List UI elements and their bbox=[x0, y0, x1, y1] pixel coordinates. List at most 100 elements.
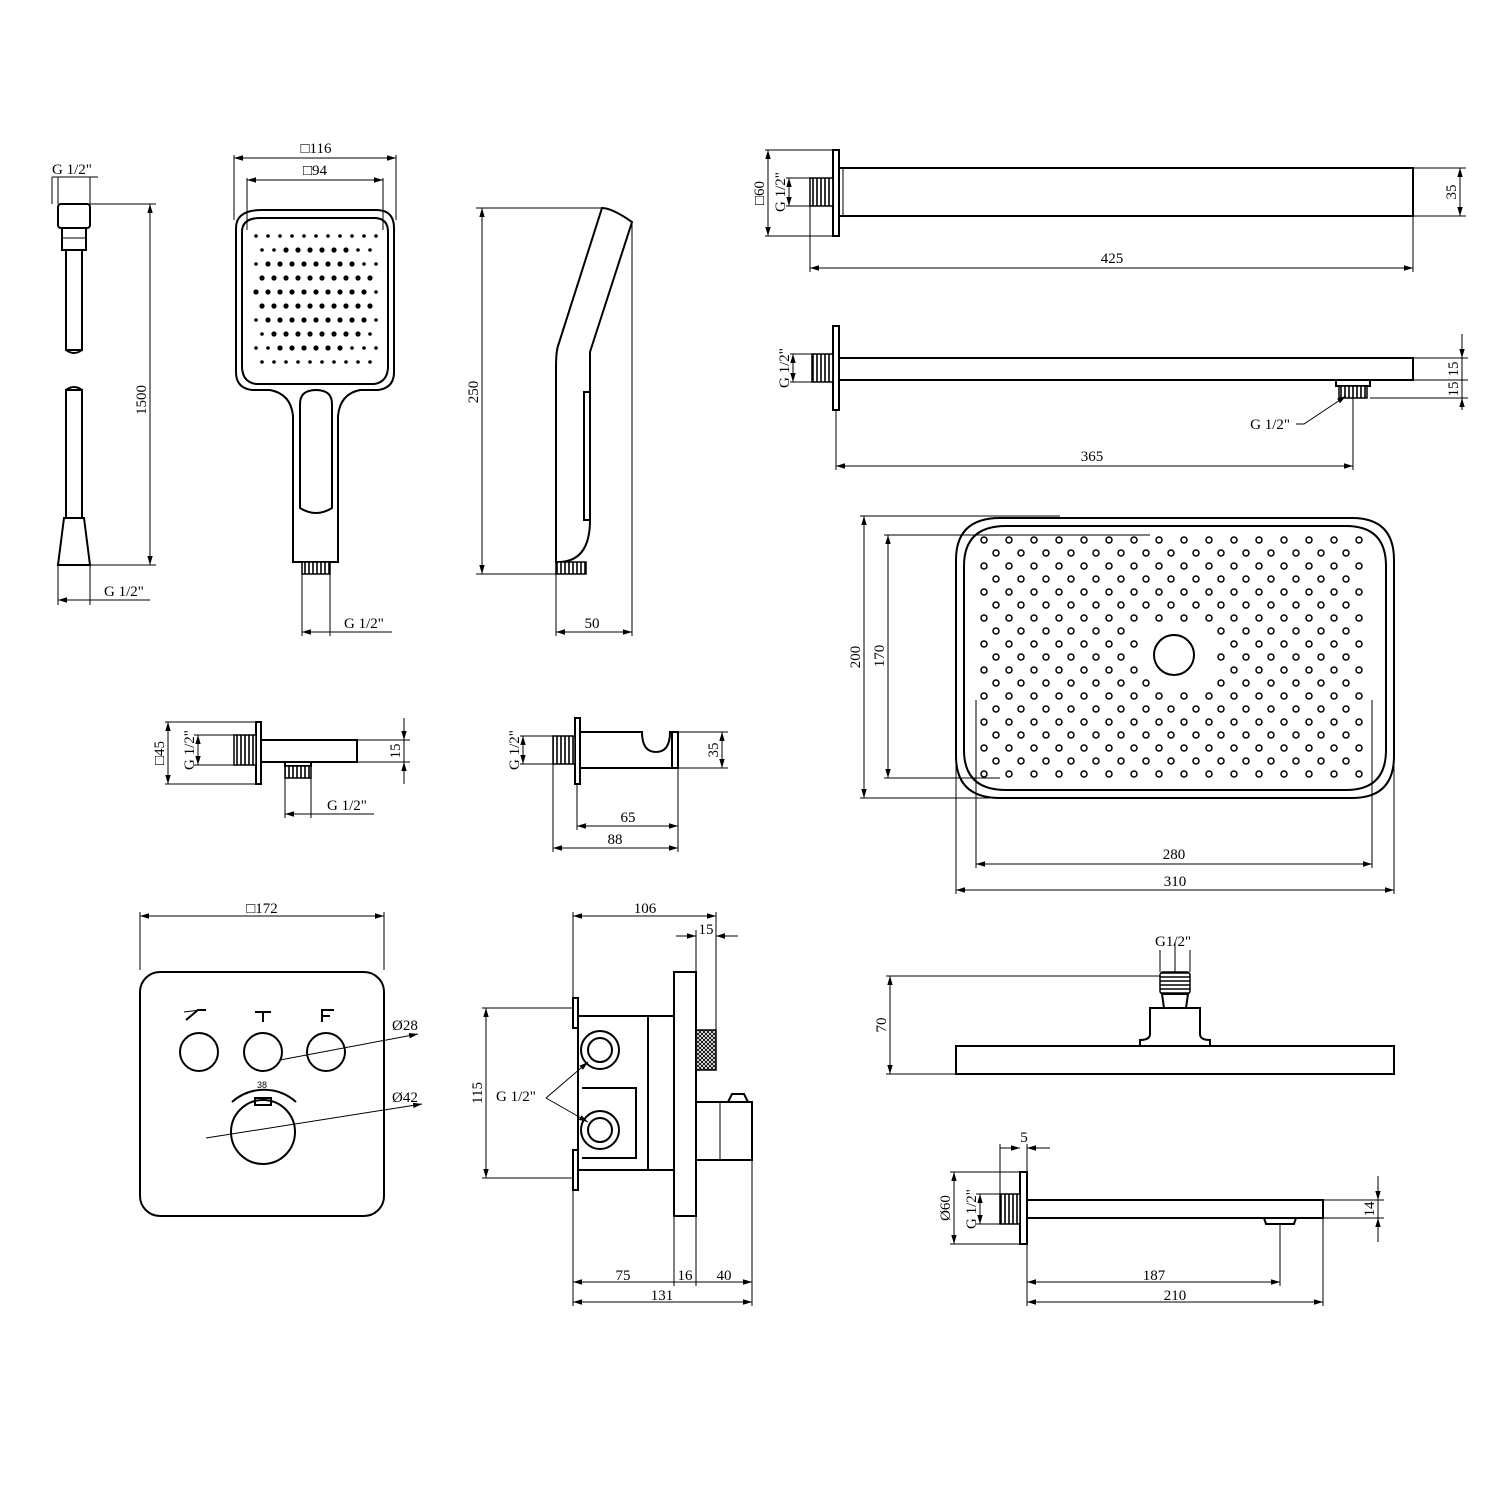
nozzle-dot bbox=[355, 303, 361, 309]
nozzle-hole bbox=[1017, 757, 1025, 765]
nozzle-dot bbox=[356, 360, 360, 364]
nozzle-hole bbox=[1255, 692, 1263, 700]
nozzle-dot bbox=[356, 248, 360, 252]
nozzle-hole bbox=[1142, 757, 1150, 765]
nozzle-hole bbox=[1092, 601, 1100, 609]
nozzle-hole bbox=[1305, 770, 1313, 778]
nozzle-dot bbox=[355, 331, 361, 337]
nozzle-hole bbox=[1205, 718, 1213, 726]
spout-height-label: 14 bbox=[1362, 1201, 1378, 1217]
nozzle-hole bbox=[1180, 588, 1188, 596]
nozzle-hole bbox=[1117, 757, 1125, 765]
nozzle-dot bbox=[314, 234, 318, 238]
nozzle-hole bbox=[1355, 588, 1363, 596]
nozzle-hole bbox=[1242, 653, 1250, 661]
nozzle-hole bbox=[1117, 549, 1125, 557]
nozzle-hole bbox=[1292, 601, 1300, 609]
button-1[interactable] bbox=[179, 1032, 219, 1072]
nozzle-dot bbox=[332, 360, 336, 364]
arm1-length-label: 425 bbox=[1101, 251, 1124, 267]
hand-shower-length-label: 250 bbox=[466, 381, 482, 404]
hand-shower-inner-dim: □94 bbox=[303, 163, 328, 179]
nozzle-hole bbox=[1017, 705, 1025, 713]
nozzle-hole bbox=[1067, 731, 1075, 739]
nozzle-hole bbox=[1080, 692, 1088, 700]
nozzle-hole bbox=[1217, 601, 1225, 609]
knob-scale-label: 38 bbox=[257, 1080, 267, 1090]
thermostat-knob[interactable] bbox=[230, 1099, 296, 1165]
bath-spout-view: 5 Ø60 G 1/2" 14 187 210 bbox=[938, 1130, 1384, 1306]
nozzle-hole bbox=[1092, 549, 1100, 557]
nozzle-hole bbox=[1342, 549, 1350, 557]
nozzle-dot bbox=[307, 331, 313, 337]
nozzle-hole bbox=[1292, 575, 1300, 583]
box-15-label: 15 bbox=[699, 922, 714, 938]
nozzle-hole bbox=[992, 575, 1000, 583]
nozzle-dot bbox=[301, 345, 307, 351]
box-depth-106-label: 106 bbox=[634, 901, 657, 917]
nozzle-dot bbox=[362, 346, 366, 350]
nozzle-hole bbox=[992, 549, 1000, 557]
nozzle-hole bbox=[1192, 575, 1200, 583]
nozzle-hole bbox=[1130, 536, 1138, 544]
rain-inner-width-label: 280 bbox=[1163, 847, 1186, 863]
nozzle-hole bbox=[1292, 653, 1300, 661]
nozzle-hole bbox=[1092, 575, 1100, 583]
button-3[interactable] bbox=[306, 1032, 346, 1072]
nozzle-hole bbox=[1255, 666, 1263, 674]
nozzle-hole bbox=[1330, 614, 1338, 622]
nozzle-hole bbox=[1180, 562, 1188, 570]
elbow-thread-label: G 1/2" bbox=[182, 730, 198, 770]
nozzle-dot bbox=[361, 289, 367, 295]
nozzle-dot bbox=[295, 303, 301, 309]
nozzle-dot bbox=[349, 261, 355, 267]
nozzle-dot bbox=[289, 289, 295, 295]
nozzle-hole bbox=[1330, 770, 1338, 778]
nozzle-hole bbox=[1067, 679, 1075, 687]
nozzle-hole bbox=[1017, 601, 1025, 609]
nozzle-dot bbox=[313, 345, 319, 351]
nozzle-dot bbox=[343, 331, 349, 337]
nozzle-dot bbox=[331, 331, 337, 337]
nozzle-hole bbox=[1092, 731, 1100, 739]
nozzle-hole bbox=[1105, 744, 1113, 752]
nozzle-hole bbox=[1080, 666, 1088, 674]
nozzle-hole bbox=[1117, 653, 1125, 661]
box-height-115-label: 115 bbox=[470, 1082, 486, 1104]
nozzle-hole bbox=[1305, 692, 1313, 700]
nozzle-dot bbox=[374, 262, 378, 266]
nozzle-hole bbox=[1355, 536, 1363, 544]
nozzle-hole bbox=[1130, 640, 1138, 648]
nozzle-hole bbox=[1155, 718, 1163, 726]
nozzle-hole bbox=[1317, 757, 1325, 765]
button-2[interactable] bbox=[243, 1032, 283, 1072]
nozzle-hole bbox=[1342, 653, 1350, 661]
nozzle-hole bbox=[1230, 744, 1238, 752]
nozzle-hole bbox=[1192, 705, 1200, 713]
box-16-label: 16 bbox=[678, 1268, 694, 1284]
nozzle-hole bbox=[1330, 692, 1338, 700]
nozzle-hole bbox=[1130, 718, 1138, 726]
nozzle-hole bbox=[1017, 731, 1025, 739]
nozzle-hole bbox=[1080, 718, 1088, 726]
nozzle-dot bbox=[355, 275, 361, 281]
nozzle-hole bbox=[1167, 575, 1175, 583]
nozzle-hole bbox=[1117, 705, 1125, 713]
nozzle-hole bbox=[1005, 640, 1013, 648]
spout-thread-label: G 1/2" bbox=[964, 1189, 980, 1229]
nozzle-hole bbox=[1230, 562, 1238, 570]
nozzle-hole bbox=[1255, 562, 1263, 570]
nozzle-hole bbox=[980, 588, 988, 596]
nozzle-hole bbox=[1117, 575, 1125, 583]
nozzle-hole bbox=[992, 731, 1000, 739]
nozzle-dot bbox=[301, 289, 307, 295]
nozzle-dot bbox=[313, 261, 319, 267]
nozzle-hole bbox=[1192, 549, 1200, 557]
nozzle-hole bbox=[1142, 549, 1150, 557]
nozzle-hole bbox=[1305, 640, 1313, 648]
nozzle-dot bbox=[259, 303, 265, 309]
nozzle-hole bbox=[1080, 614, 1088, 622]
nozzle-hole bbox=[1305, 614, 1313, 622]
nozzle-hole bbox=[1005, 562, 1013, 570]
nozzle-hole bbox=[1280, 588, 1288, 596]
